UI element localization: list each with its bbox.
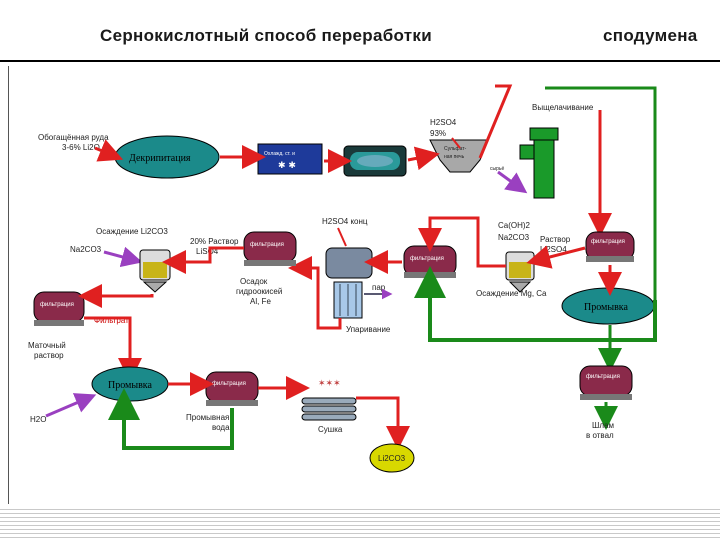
label-sludge-2: в отвал <box>586 431 614 440</box>
label-solution-2: Li2SO4 <box>540 245 567 254</box>
washing-right-label: Промывка <box>584 302 629 313</box>
washing-left-label: Промывка <box>108 380 153 391</box>
cooling-label: Охлажд. ст. и <box>264 151 295 157</box>
sulfate-furnace-label: Сульфат- <box>444 146 467 152</box>
label-filtrate: Фильтрат <box>94 316 129 325</box>
label-concentrate-pct: 3-6% Li2O <box>62 143 100 152</box>
product-label: Li2CO3 <box>378 454 406 463</box>
filter-bottom-center: фильтрация <box>205 371 259 406</box>
label-soda-deposit: Осаждение Li2CO3 <box>96 227 168 236</box>
green-line-top <box>545 86 657 300</box>
arrow-filter-tank <box>526 245 586 269</box>
filter-center-label: фильтрация <box>250 242 284 248</box>
node-sulfate-furnace: Сульфат- ная печь <box>429 139 489 173</box>
node-leaching-column <box>519 127 559 199</box>
node-evaporator <box>325 247 373 319</box>
frame-left-border <box>8 66 9 504</box>
label-hydroxide: Осадок <box>240 277 268 286</box>
node-decrepitation: Декрипитация <box>114 135 220 179</box>
snowflake-icon: ✱ ✱ <box>278 161 296 171</box>
arrow-dryer-product <box>356 396 410 450</box>
arrow-furnace-leach <box>478 84 513 159</box>
node-washing-right: Промывка <box>561 287 655 325</box>
tank-mg-ca <box>505 251 535 293</box>
filter-middle-label: фильтрация <box>410 256 444 262</box>
arrow-feed <box>94 139 124 162</box>
filter-right-top-label: фильтрация <box>591 239 625 245</box>
node-cooling: Охлажд. ст. и ✱ ✱ <box>257 143 323 175</box>
arrow-evap-filter <box>288 256 342 330</box>
label-h2so4-93: 93% <box>430 129 446 138</box>
arrow-filter-tank-left <box>162 246 244 274</box>
node-dryer: ✶✶✶ <box>301 379 357 421</box>
arrow-purple-soda <box>103 246 143 268</box>
label-cake: сырьё <box>490 166 504 172</box>
decrepitation-label: Декрипитация <box>129 153 191 164</box>
arrow-acid-in <box>451 137 461 149</box>
arrow-purple-leach <box>497 170 528 194</box>
label-hydroxide-2: гидроокисей <box>236 287 282 296</box>
label-na2co3-b: Na2CO3 <box>498 233 530 242</box>
green-return-wash <box>108 388 234 450</box>
label-wash-water: Промывная <box>186 413 229 422</box>
label-wash-water-2: вода <box>212 423 230 432</box>
tank-soda <box>139 249 171 293</box>
label-solution: Раствор <box>540 235 571 244</box>
label-na2co3: Na2CO3 <box>70 245 102 254</box>
sulfate-furnace-label-2: ная печь <box>444 154 465 160</box>
label-h2so4-conc: H2SO4 конц <box>322 217 368 226</box>
filter-center: фильтрация <box>243 231 297 266</box>
filter-right-top: фильтрация <box>585 231 635 262</box>
arrow-tank-filter-left <box>78 284 154 308</box>
green-return-loop <box>414 266 657 342</box>
label-h2so4-top: H2SO4 <box>430 118 457 127</box>
label-h2o: H2O <box>30 415 46 424</box>
acid-feed-line <box>337 227 347 247</box>
label-hydroxide-3: Al, Fe <box>250 297 271 306</box>
filter-middle: фильтрация <box>403 245 457 278</box>
label-evaporation: Упаривание <box>346 325 391 334</box>
label-solution-20: 20% Раствор <box>190 237 239 246</box>
footer-stripes <box>0 506 720 540</box>
label-concentrate: Обогащённая руда <box>38 133 109 142</box>
filter-bottom-right-label: фильтрация <box>586 374 620 380</box>
slide-title-main: Сернокислотный способ переработки <box>100 26 432 45</box>
filter-left-label: фильтрация <box>40 302 74 308</box>
label-sediment-mg: Осаждение Mg, Ca <box>476 289 547 298</box>
title-rule <box>0 60 720 62</box>
flame-icon: ✶✶✶ <box>318 379 341 389</box>
label-mother-2: раствор <box>34 351 64 360</box>
arrow-purple-water <box>45 393 97 418</box>
label-steam: пар <box>372 283 386 292</box>
label-caoh: Ca(OH)2 <box>498 221 531 230</box>
label-solution-20-2: LiSO4 <box>196 247 219 256</box>
filter-bottom-center-label: фильтрация <box>212 381 246 387</box>
arrow-kiln-furnace <box>407 146 440 171</box>
filter-left: фильтрация <box>33 291 85 326</box>
label-drying: Сушка <box>318 425 343 434</box>
node-kiln <box>343 145 407 177</box>
arrow-tank-filter-mid <box>418 216 506 268</box>
node-washing-left: Промывка <box>91 366 169 402</box>
label-sludge: Шлам <box>592 421 614 430</box>
slide-title-end: сподумена <box>603 26 698 45</box>
node-product-li2co3: Li2CO3 <box>369 443 415 473</box>
label-mother: Маточный <box>28 341 66 350</box>
filter-bottom-right: фильтрация <box>579 365 633 400</box>
arrow-filter-wash-left <box>84 316 142 382</box>
title-bar: Сернокислотный способ переработки сподум… <box>0 0 720 64</box>
label-leaching: Выщелачивание <box>532 103 594 112</box>
